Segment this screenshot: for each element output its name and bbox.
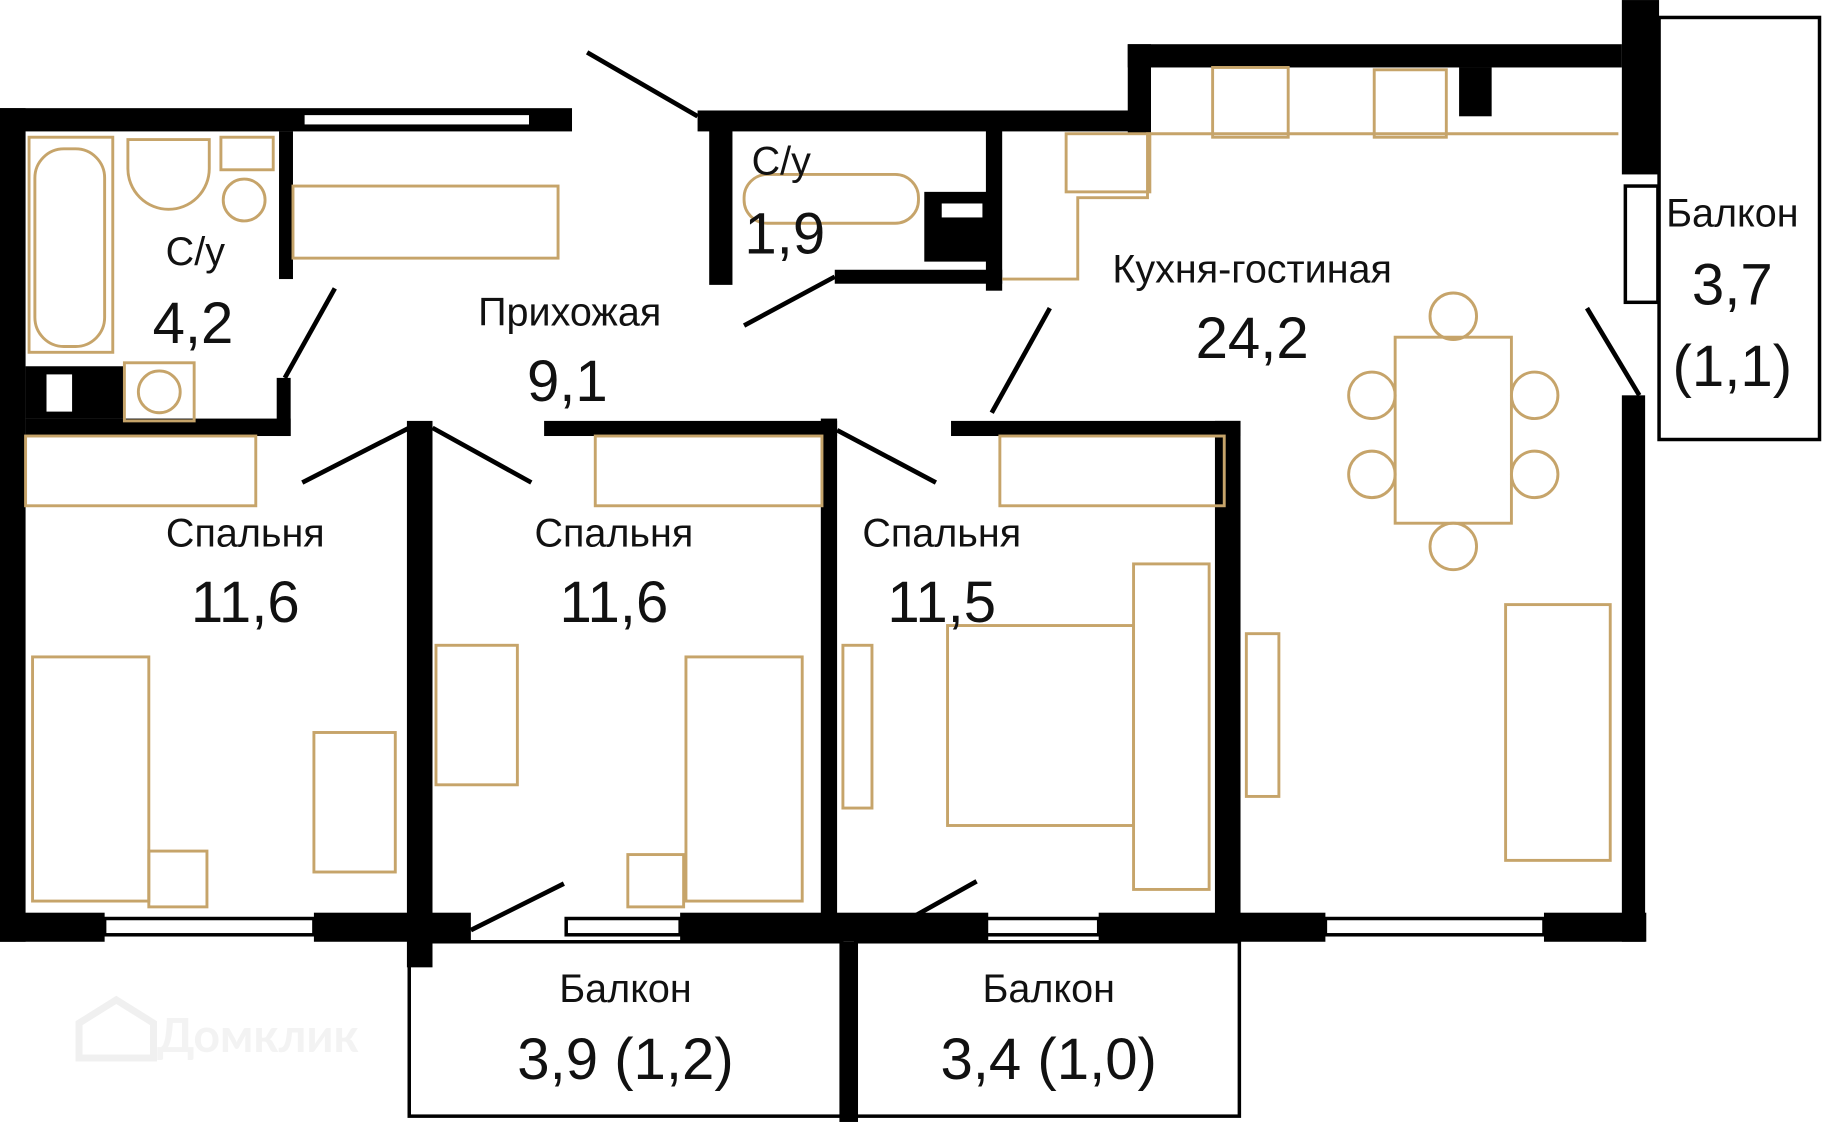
room-area: 9,1 bbox=[527, 349, 608, 414]
room-area-reduced: (1,1) bbox=[1673, 334, 1793, 399]
room-name: Балкон bbox=[559, 967, 692, 1011]
room-area: 11,6 bbox=[191, 570, 300, 635]
room-area: 3,4 (1,0) bbox=[940, 1027, 1156, 1092]
room-area: 4,2 bbox=[153, 291, 234, 356]
room-area: 3,7 bbox=[1692, 253, 1773, 318]
room-area: 11,5 bbox=[887, 570, 996, 635]
room-name: Кухня-гостиная bbox=[1112, 248, 1392, 292]
room-name: Спальня bbox=[166, 511, 325, 555]
room-name: Прихожая bbox=[478, 291, 661, 335]
room-area: 11,6 bbox=[559, 570, 668, 635]
room-labels: С/у 4,2 С/у 1,9 Прихожая 9,1 Кухня-гости… bbox=[153, 139, 1799, 1092]
doors bbox=[282, 50, 1642, 933]
room-name: С/у bbox=[752, 139, 812, 183]
room-name: Балкон bbox=[1666, 192, 1798, 236]
room-name: Спальня bbox=[862, 511, 1021, 555]
room-area: 3,9 (1,2) bbox=[517, 1027, 733, 1092]
room-area: 24,2 bbox=[1196, 306, 1309, 371]
furniture bbox=[24, 66, 1619, 909]
svg-text:Домклик: Домклик bbox=[157, 1006, 359, 1062]
room-name: Спальня bbox=[534, 511, 693, 555]
watermark-logo: Домклик bbox=[75, 995, 359, 1062]
room-name: С/у bbox=[166, 230, 226, 274]
room-area: 1,9 bbox=[744, 201, 825, 266]
room-name: Балкон bbox=[982, 967, 1115, 1011]
